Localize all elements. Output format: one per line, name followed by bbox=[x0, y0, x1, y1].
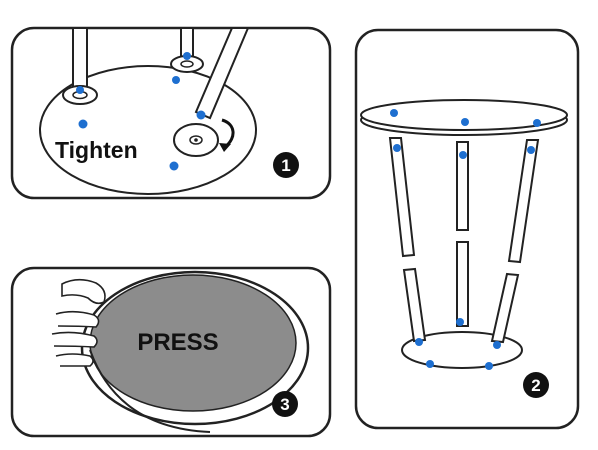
panel-step-3: PRESS 3 bbox=[10, 266, 332, 438]
marker-icon bbox=[456, 318, 464, 326]
marker-icon bbox=[485, 362, 493, 370]
marker-icon bbox=[533, 119, 541, 127]
leg-middle-2 bbox=[456, 141, 469, 327]
hand-icon bbox=[51, 278, 106, 367]
leg-right bbox=[173, 27, 250, 157]
panel-step-1: Tighten 1 bbox=[10, 26, 332, 200]
step-badge-1 bbox=[273, 152, 299, 178]
marker-icon bbox=[76, 86, 84, 94]
panel-step-2: 2 bbox=[354, 28, 580, 430]
table-top bbox=[360, 99, 568, 136]
marker-icon bbox=[78, 119, 88, 129]
step-badge-2 bbox=[523, 372, 549, 398]
step-number-1: 1 bbox=[281, 156, 290, 175]
marker-group-1 bbox=[76, 52, 206, 171]
marker-icon bbox=[196, 110, 206, 120]
marker-group-2 bbox=[390, 109, 541, 370]
leg-left bbox=[62, 27, 98, 105]
marker-icon bbox=[169, 161, 179, 171]
table-top-press bbox=[80, 270, 310, 433]
marker-icon bbox=[390, 109, 398, 117]
marker-icon bbox=[493, 341, 501, 349]
tighten-label: Tighten bbox=[55, 137, 138, 163]
marker-icon bbox=[426, 360, 434, 368]
leg-left-2 bbox=[388, 137, 427, 343]
leg-right-2 bbox=[490, 139, 540, 344]
step-number-3: 3 bbox=[280, 395, 289, 414]
marker-icon bbox=[415, 338, 423, 346]
marker-icon bbox=[172, 76, 180, 84]
marker-icon bbox=[461, 118, 469, 126]
step-badge-3 bbox=[272, 391, 298, 417]
marker-icon bbox=[183, 52, 191, 60]
press-label: PRESS bbox=[137, 329, 218, 356]
step-number-2: 2 bbox=[531, 376, 540, 395]
rotate-arrowhead-icon bbox=[219, 143, 231, 152]
marker-icon bbox=[527, 146, 535, 154]
marker-icon bbox=[393, 144, 401, 152]
marker-icon bbox=[459, 151, 467, 159]
